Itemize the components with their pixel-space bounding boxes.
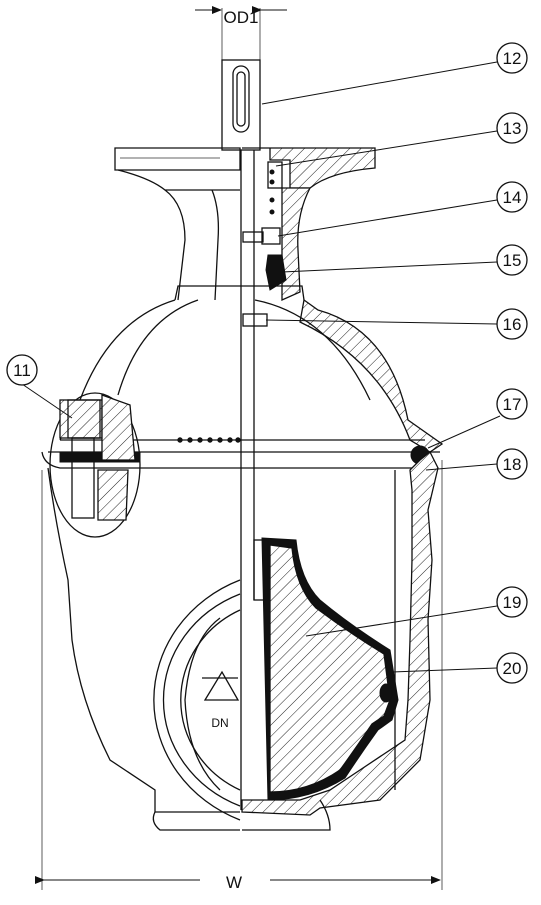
callout-19: 19 [305, 586, 528, 637]
width-label: W [226, 873, 242, 892]
top-flange [114, 147, 376, 191]
svg-text:19: 19 [503, 593, 522, 612]
svg-text:18: 18 [503, 455, 522, 474]
svg-text:12: 12 [503, 49, 522, 68]
svg-text:15: 15 [503, 251, 522, 270]
callout-14: 14 [277, 181, 528, 237]
callout-17: 17 [427, 388, 528, 449]
body-logo-text: DN [211, 716, 228, 730]
inlet-port [153, 579, 241, 821]
callout-11: 11 [6, 354, 73, 419]
svg-text:20: 20 [503, 659, 522, 678]
width-dimension: W [35, 460, 443, 892]
od1-dimension: OD1 [195, 6, 287, 60]
callout-12: 12 [261, 42, 528, 105]
svg-text:16: 16 [503, 315, 522, 334]
stem [221, 59, 261, 810]
callout-18: 18 [425, 448, 528, 480]
svg-text:11: 11 [13, 361, 31, 380]
callout-13: 13 [275, 112, 528, 167]
callout-20: 20 [391, 652, 528, 684]
callout-16: 16 [265, 308, 528, 340]
bolt-cutout [49, 392, 141, 538]
body-logo: DN [202, 670, 240, 730]
svg-text:14: 14 [503, 188, 522, 207]
bolt-row [177, 437, 241, 443]
callout-15: 15 [281, 244, 528, 276]
wedge [253, 537, 399, 801]
od1-label: OD1 [224, 8, 259, 27]
valve-body [47, 450, 439, 831]
svg-text:13: 13 [503, 119, 522, 138]
svg-text:17: 17 [503, 395, 522, 414]
bonnet-neck [164, 161, 312, 327]
